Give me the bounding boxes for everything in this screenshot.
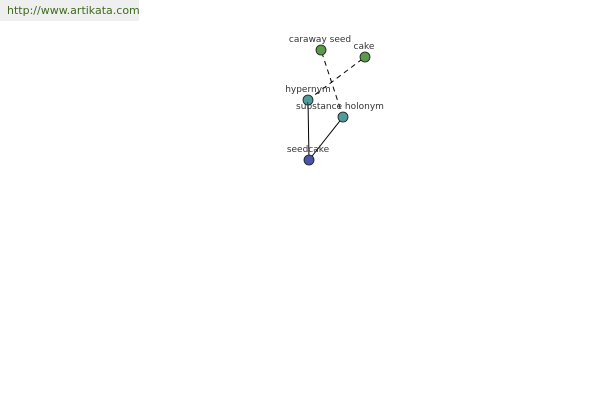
edge-seedcake-to-hypernym [307,99,310,161]
site-url-banner[interactable]: http://www.artikata.com [0,0,140,21]
node-label-cake[interactable]: cake [354,42,375,52]
edge-hypernym-to-cake [307,56,366,101]
node-label-substance-holonym[interactable]: substance holonym [296,102,384,112]
edge-substance-holonym-to-caraway-seed [320,49,344,118]
node-dot-substance-holonym[interactable] [337,111,349,123]
node-dot-seedcake[interactable] [303,154,315,166]
node-substance-holonym[interactable]: substance holonym [296,102,384,123]
node-seedcake[interactable]: seedcake [287,145,330,166]
node-caraway-seed[interactable]: caraway seed [289,35,351,56]
node-cake[interactable]: cake [354,42,375,63]
node-label-caraway-seed[interactable]: caraway seed [289,35,351,45]
node-label-seedcake[interactable]: seedcake [287,145,330,155]
edges-layer [307,49,366,161]
node-dot-cake[interactable] [359,51,371,63]
node-hypernym[interactable]: hypernym [285,85,331,106]
node-dot-caraway-seed[interactable] [315,44,327,56]
node-dot-hypernym[interactable] [302,94,314,106]
node-label-hypernym[interactable]: hypernym [285,85,331,95]
nodes-layer: caraway seedcake hypernym substance holony… [285,35,384,166]
edge-seedcake-to-substance-holonym [308,116,344,161]
